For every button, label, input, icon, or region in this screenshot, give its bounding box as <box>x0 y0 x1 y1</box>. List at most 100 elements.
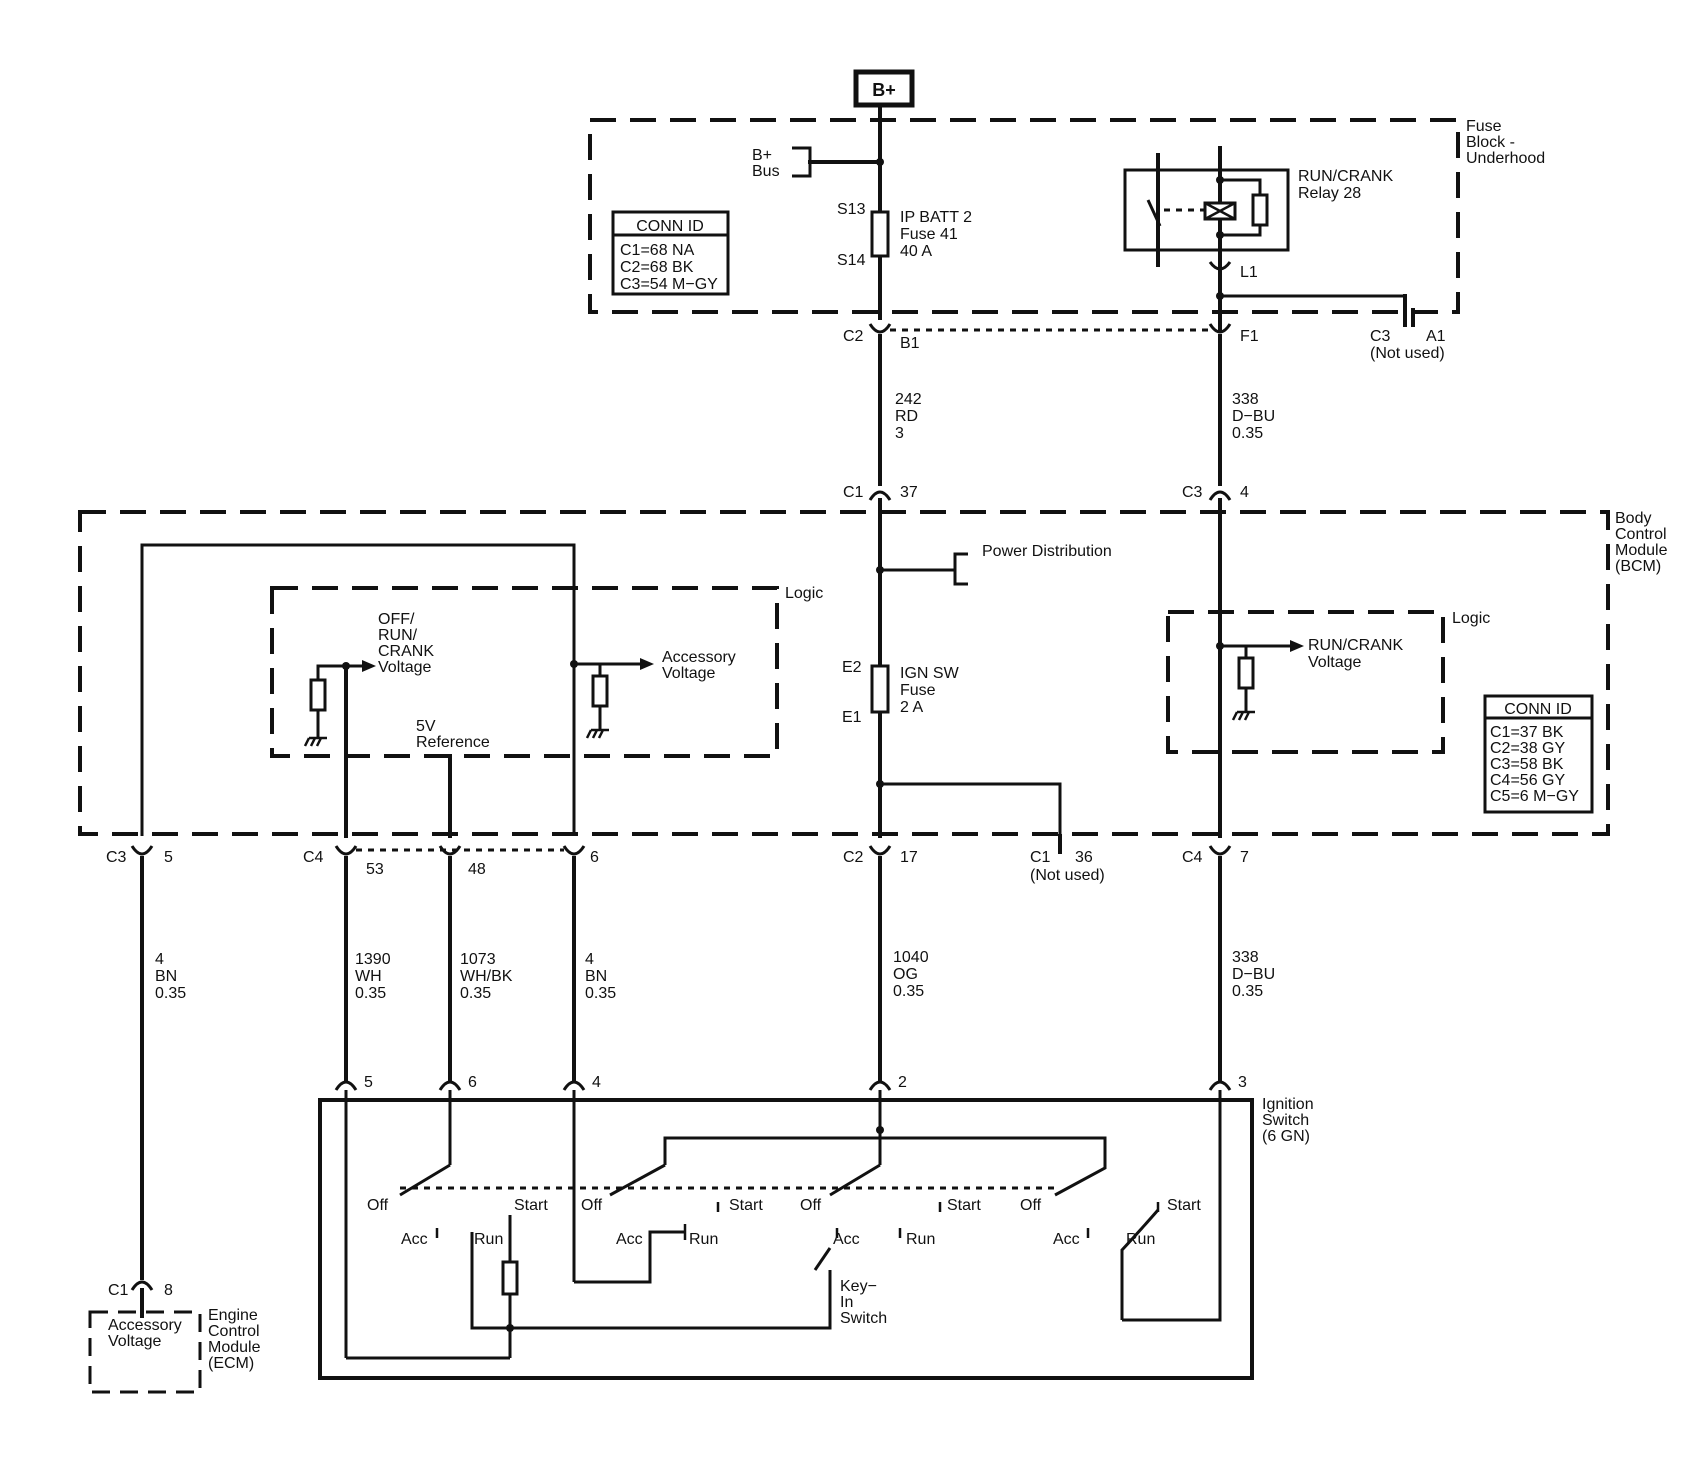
ign-pin-5: 5 <box>364 1074 373 1091</box>
wire-338-color: D−BU <box>1232 408 1275 425</box>
bcm-c3-bottom: C3 <box>106 849 127 866</box>
switch4-acc: Acc <box>1053 1231 1080 1248</box>
run-crank-relay <box>1123 146 1290 276</box>
switch1-off: Off <box>367 1197 389 1214</box>
wire-242-gauge: 3 <box>895 425 904 442</box>
wire-4-bn: 4 <box>155 951 164 968</box>
wire-4-bn-color: BN <box>155 968 177 985</box>
switch2-run: Run <box>689 1231 718 1248</box>
ecm-inside-2: Voltage <box>108 1333 161 1350</box>
logic-label-right: Logic <box>1452 610 1490 627</box>
conn-id-line: C2=68 BK <box>620 259 694 276</box>
bcm-pin-4: 4 <box>1240 484 1249 501</box>
bcm-conn-id-line: C1=37 BK <box>1490 724 1564 741</box>
switch1-run: Run <box>474 1231 503 1248</box>
c1-36-branch <box>880 782 1062 852</box>
bcm-c2-bottom: C2 <box>843 849 864 866</box>
switch4-start: Start <box>1167 1197 1201 1214</box>
power-distribution-bracket <box>953 552 968 586</box>
switch2-start: Start <box>729 1197 763 1214</box>
ecm-title-3: Module <box>208 1339 261 1356</box>
fuse-block-conn-id: CONN ID C1=68 NA C2=68 BK C3=54 M−GY <box>611 210 730 296</box>
key-in-label-2: In <box>840 1294 853 1311</box>
fuse-splice-bottom: S14 <box>837 252 866 269</box>
switch3-acc: Acc <box>833 1231 860 1248</box>
key-in-label-1: Key− <box>840 1278 877 1295</box>
switch4-off: Off <box>1020 1197 1042 1214</box>
wire-4-bn-2: 4 <box>585 951 594 968</box>
fuse-block-title-1: Fuse <box>1466 118 1502 135</box>
fuse-label-3: 40 A <box>900 243 932 260</box>
ign-pin-6: 6 <box>468 1074 477 1091</box>
conn-c1-37 <box>868 490 892 501</box>
bcm-c4-bottom: C4 <box>303 849 324 866</box>
fuse-label-2: Fuse 41 <box>900 226 958 243</box>
ecm-boundary <box>88 1310 202 1394</box>
fuse-block-title-3: Underhood <box>1466 150 1545 167</box>
wire-1040: 1040 <box>893 949 929 966</box>
ecm-title-4: (ECM) <box>208 1355 254 1372</box>
logic-box-left <box>270 586 779 758</box>
wire-338-lower: 338 <box>1232 949 1259 966</box>
wire-1390: 1390 <box>355 951 391 968</box>
switch4-run: Run <box>1126 1231 1155 1248</box>
fuse-splice-top: S13 <box>837 201 866 218</box>
switch1-start: Start <box>514 1197 548 1214</box>
bcm-pin-53: 53 <box>366 861 384 878</box>
switch1-acc: Acc <box>401 1231 428 1248</box>
wire-338-lower-gauge: 0.35 <box>1232 983 1263 1000</box>
ign-pin-2: 2 <box>898 1074 907 1091</box>
b-plus-bus-bracket <box>792 146 812 178</box>
run-crank-label-2: Voltage <box>1308 654 1361 671</box>
bus-label-2: Bus <box>752 163 780 180</box>
bcm-c1-bottom: C1 <box>1030 849 1051 866</box>
ecm-inside-1: Accessory <box>108 1317 182 1334</box>
run-crank-label-1: RUN/CRANK <box>1308 637 1403 654</box>
bcm-conn-id-title: CONN ID <box>1504 701 1572 718</box>
battery-terminal: B+ <box>853 69 915 108</box>
ecm-title-1: Engine <box>208 1307 258 1324</box>
bcm-conn-id-line: C2=38 GY <box>1490 740 1565 757</box>
bcm-pin-48: 48 <box>468 861 486 878</box>
wire-242-color: RD <box>895 408 918 425</box>
bcm-boundary <box>78 510 1610 836</box>
switch3-start: Start <box>947 1197 981 1214</box>
ign-pin-4: 4 <box>592 1074 601 1091</box>
ecm-connector <box>130 1280 154 1291</box>
logic-label-left: Logic <box>785 585 823 602</box>
ign-pin-3: 3 <box>1238 1074 1247 1091</box>
ecm-title-2: Control <box>208 1323 260 1340</box>
wire-1390-gauge: 0.35 <box>355 985 386 1002</box>
wire-1040-color: OG <box>893 966 918 983</box>
bcm-conn-id-line: C4=56 GY <box>1490 772 1565 789</box>
wire-1040-gauge: 0.35 <box>893 983 924 1000</box>
orc-label-3: CRANK <box>378 643 434 660</box>
pin-f1-label: F1 <box>1240 328 1259 345</box>
orc-label-4: Voltage <box>378 659 431 676</box>
fuse-e2-label: E2 <box>842 659 862 676</box>
ign-fuse-label-3: 2 A <box>900 699 923 716</box>
bcm-bottom-connectors <box>130 834 1232 856</box>
accessory-label-1: Accessory <box>662 649 736 666</box>
accessory-label-2: Voltage <box>662 665 715 682</box>
conn-id-title: CONN ID <box>636 218 704 235</box>
bcm-pin-17: 17 <box>900 849 918 866</box>
fuse-block-boundary <box>588 118 1460 314</box>
logic-box-right <box>1166 610 1445 754</box>
bcm-conn-id-line: C3=58 BK <box>1490 756 1564 773</box>
ign-sw-fuse <box>870 664 890 714</box>
bcm-title-4: (BCM) <box>1615 558 1661 575</box>
bcm-conn-id: CONN ID C1=37 BK C2=38 GY C3=58 BK C4=56… <box>1483 694 1594 814</box>
ign-fuse-label-1: IGN SW <box>900 665 960 682</box>
bcm-pin-7: 7 <box>1240 849 1249 866</box>
ignition-internal-wiring <box>344 1090 1222 1360</box>
unused-note: (Not used) <box>1370 345 1445 362</box>
bus-label-1: B+ <box>752 147 772 164</box>
ignition-title-3: (6 GN) <box>1262 1128 1310 1145</box>
fuse-e1-label: E1 <box>842 709 862 726</box>
ecm-conn-label: C1 <box>108 1282 129 1299</box>
battery-label: B+ <box>872 80 896 100</box>
ignition-title-1: Ignition <box>1262 1096 1314 1113</box>
switch2-acc: Acc <box>616 1231 643 1248</box>
